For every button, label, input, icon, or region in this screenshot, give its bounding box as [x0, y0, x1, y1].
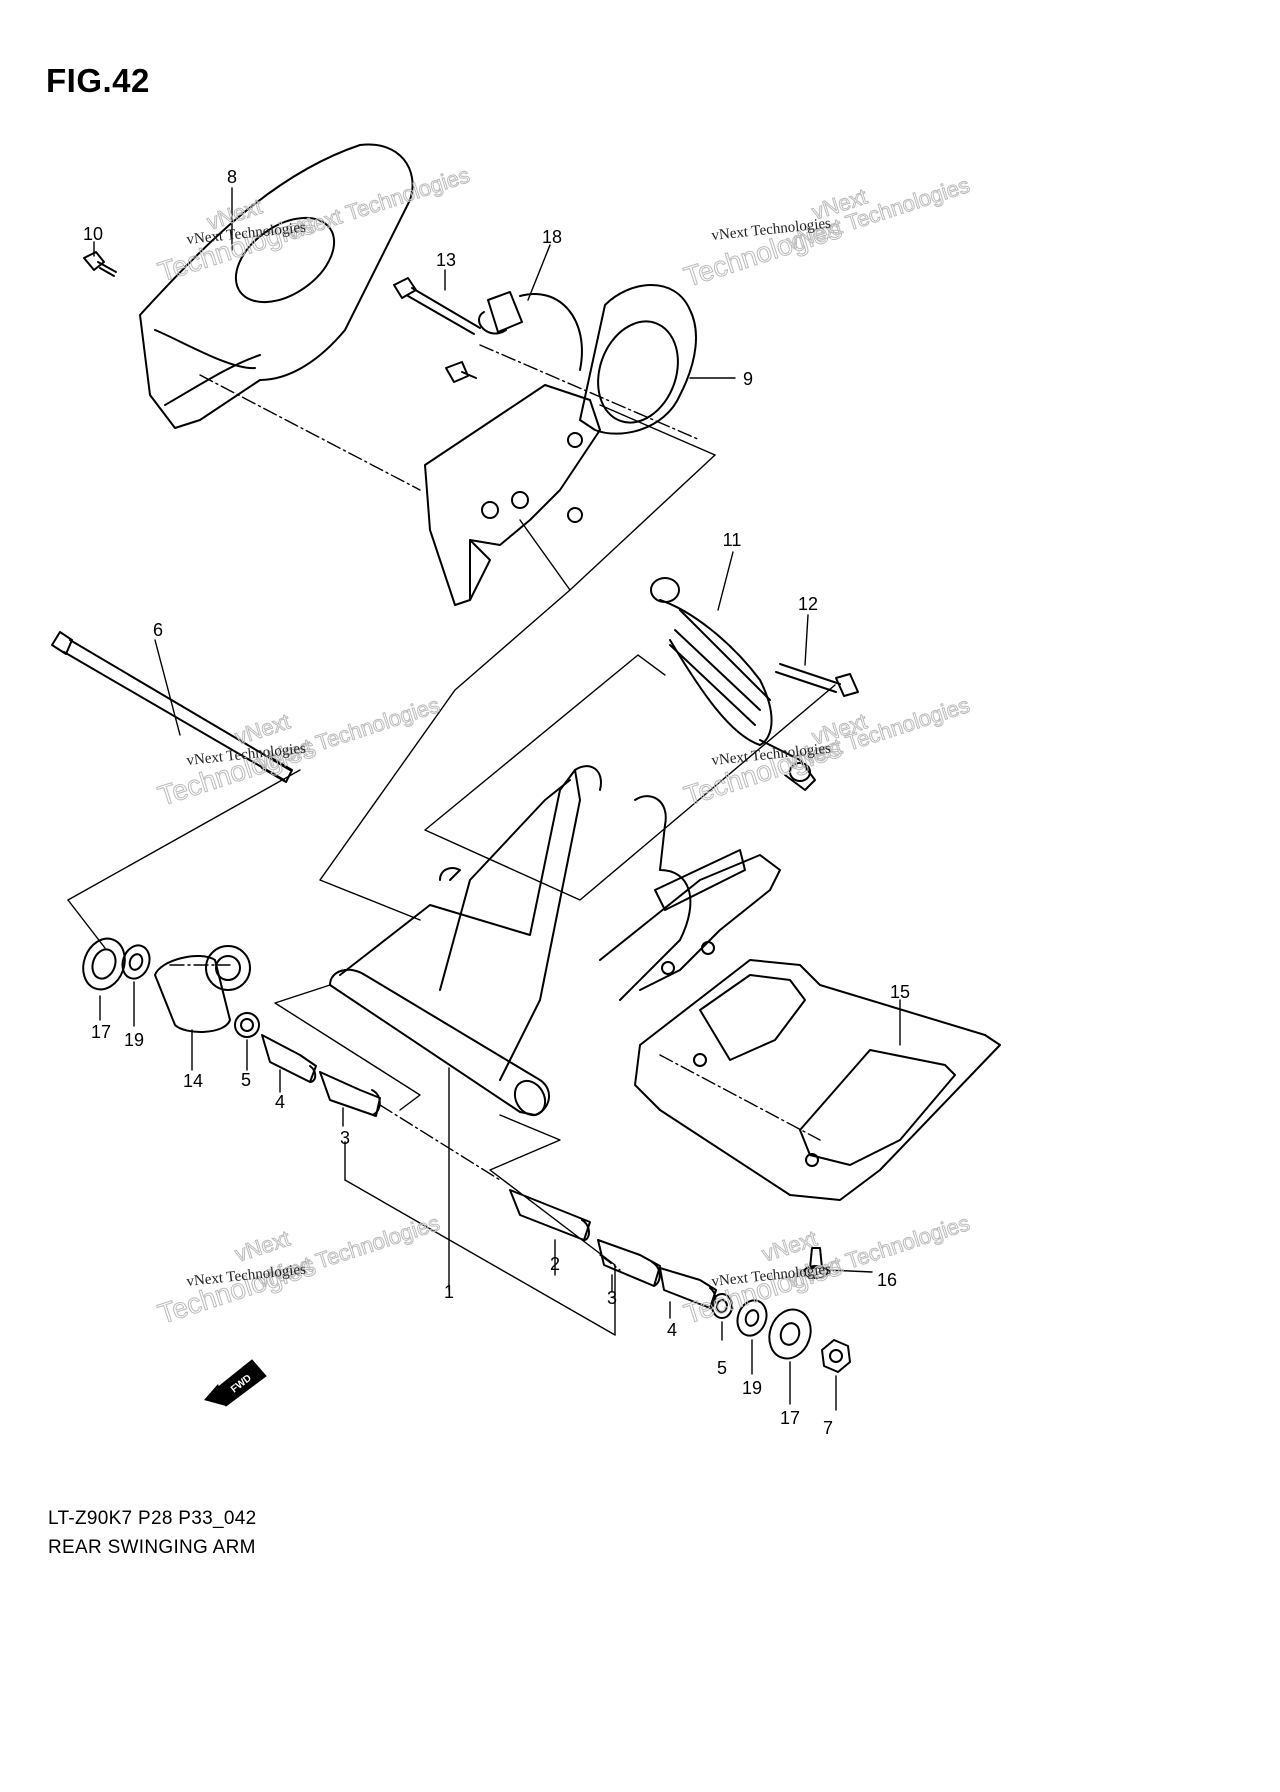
nut-part-7 — [821, 1339, 851, 1373]
skid-plate-part-15 — [634, 959, 1001, 1201]
bushing-part-3b — [597, 1239, 661, 1287]
assembly-name-caption: REAR SWINGING ARM — [48, 1537, 256, 1558]
callout-15: 15 — [890, 982, 910, 1002]
bolt-part-10 — [83, 251, 117, 277]
callout-6: 6 — [153, 620, 163, 640]
bolt-part-13 — [393, 277, 481, 335]
callout-1: 1 — [444, 1282, 454, 1302]
callout-14: 14 — [183, 1071, 203, 1091]
callout-19a: 19 — [124, 1030, 144, 1050]
oring-part-5a — [234, 1012, 260, 1038]
callout-12: 12 — [798, 594, 818, 614]
callout-8: 8 — [227, 167, 237, 187]
callout-18: 18 — [542, 227, 562, 247]
chain-cover-part — [139, 143, 414, 429]
washer-part-17b — [768, 1308, 812, 1360]
forward-arrow-icon: FWD — [204, 1359, 267, 1407]
svg-text:vNext Technologies: vNext Technologies — [284, 162, 473, 245]
pivot-shaft-part-6 — [51, 631, 293, 783]
callout-7: 7 — [823, 1418, 833, 1438]
callout-17b: 17 — [780, 1408, 800, 1428]
callout-16: 16 — [877, 1270, 897, 1290]
watermark-top-left: vNext Technologies vNext Technologies — [154, 162, 473, 289]
callout-19b: 19 — [742, 1378, 762, 1398]
washer-part-19b — [736, 1299, 768, 1337]
bolt-small — [445, 361, 477, 383]
shock-absorber-part-11 — [650, 577, 816, 791]
swinging-arm-part-1 — [329, 765, 781, 1117]
callout-11: 11 — [723, 530, 742, 550]
washer-part-19a — [121, 944, 151, 980]
clamp-part-18 — [478, 291, 583, 371]
bolt-part-16 — [803, 1247, 829, 1279]
bolt-part-12 — [775, 663, 859, 697]
callout-5a: 5 — [241, 1070, 251, 1090]
callout-13: 13 — [436, 250, 456, 270]
bushing-part-3a — [319, 1071, 381, 1117]
bushing-part-2 — [509, 1189, 591, 1241]
callout-3a: 3 — [340, 1128, 350, 1148]
callout-5b: 5 — [717, 1358, 727, 1378]
callout-4a: 4 — [275, 1092, 285, 1112]
callout-2: 2 — [550, 1254, 560, 1274]
callout-3b: 3 — [607, 1288, 617, 1308]
model-code-caption: LT-Z90K7 P28 P33_042 — [48, 1508, 257, 1529]
sprocket-cover-part-9 — [424, 284, 697, 606]
callout-17a: 17 — [91, 1022, 111, 1042]
oring-part-5b — [711, 1293, 733, 1319]
collar-part-14 — [154, 945, 251, 1033]
bushing-part-4a — [261, 1034, 317, 1083]
callout-10: 10 — [83, 224, 103, 244]
figure-title: FIG.42 — [46, 62, 150, 99]
callout-4b: 4 — [667, 1320, 677, 1340]
callout-9: 9 — [743, 369, 753, 389]
